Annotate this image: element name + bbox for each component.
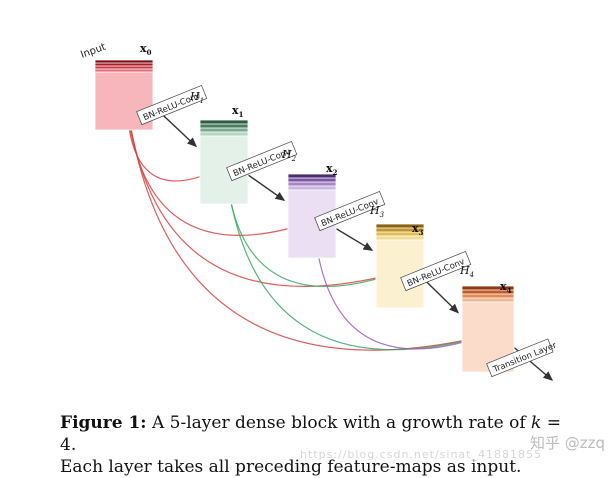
- caption-text-before-k: A 5-layer dense block with a growth rate…: [146, 413, 532, 433]
- dense-connections: [126, 103, 481, 351]
- edge-purple-2-to-4: [313, 227, 481, 350]
- caption-text-after-k: = 4.: [60, 413, 561, 455]
- h-label-3: H3: [369, 204, 385, 219]
- x-label-0: x0: [140, 42, 152, 57]
- caption-k-symbol: k: [531, 413, 542, 433]
- h-label-4: H4: [459, 264, 474, 279]
- conv-box-frame: [314, 190, 386, 232]
- watermark-brand: 知乎 @zzq: [529, 434, 605, 452]
- stack-4: [461, 285, 515, 373]
- figure-caption: Figure 1: A 5-layer dense block with a g…: [60, 412, 580, 478]
- stack-0: [94, 59, 154, 131]
- edge-red-0-to-3: [126, 103, 393, 287]
- forward-arrow-2: [333, 226, 374, 251]
- caption-line-1: Figure 1: A 5-layer dense block with a g…: [60, 412, 580, 456]
- conv-box-frame: [400, 250, 472, 292]
- forward-arrow-1: [245, 172, 286, 202]
- input-label: Input: [79, 42, 107, 61]
- forward-arrows: [150, 103, 554, 381]
- stack-2: [287, 173, 337, 259]
- x-label-1: x1: [232, 104, 244, 119]
- x-label-4: x4: [500, 280, 512, 295]
- watermark-url: https://blog.csdn.net/sinat_41881855: [300, 448, 542, 461]
- conv-box-frame: [226, 140, 298, 182]
- transition-arrow: [509, 343, 554, 381]
- forward-arrow-3: [421, 276, 460, 314]
- conv-box-frame: [136, 84, 208, 126]
- h-label-2: H2: [281, 148, 297, 163]
- x-label-2: x2: [326, 162, 338, 177]
- caption-lead: Figure 1:: [60, 413, 147, 433]
- feature-map-stacks: [94, 59, 515, 373]
- stack-3: [375, 223, 425, 309]
- x-label-3: x3: [412, 222, 424, 237]
- edge-green-1-to-4: [225, 173, 481, 351]
- transition-box-frame: [486, 338, 554, 378]
- h-label-1: H1: [189, 90, 204, 105]
